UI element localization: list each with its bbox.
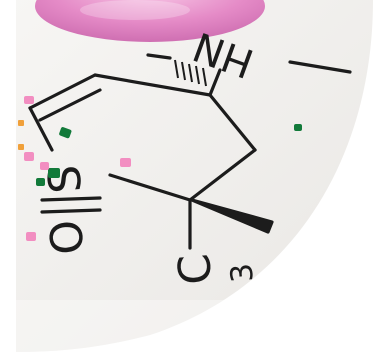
bond-right [288,60,352,74]
bottom-fade [16,300,373,352]
green-sugar-sprinkle [59,127,72,139]
pink-sugar-sprinkle [24,152,34,161]
bond-2 [93,73,212,97]
glass-highlight [80,0,190,20]
so-bond-a [40,196,102,202]
orange-sugar-sprinkle [18,120,24,126]
pink-sugar-sprinkle [40,162,49,170]
bond-6 [28,106,54,152]
c-atom-label: C [169,252,222,287]
green-sugar-sprinkle [294,124,302,131]
pink-glass [35,0,265,42]
wedge-bond [190,198,274,234]
bond-left-top [146,53,172,60]
bond-1 [28,73,97,110]
hashed-bond [174,59,207,87]
green-sugar-sprinkle [48,168,60,178]
bond-5 [108,173,192,202]
pink-sugar-sprinkle [120,158,131,167]
orange-sugar-sprinkle [18,144,24,150]
molecule-illustration [28,60,352,250]
bond-nh [208,68,222,97]
pink-sugar-sprinkle [24,96,34,104]
bond-4 [188,148,257,202]
so-bond-b [40,208,102,214]
green-sugar-sprinkle [36,178,45,186]
sprinkles [18,96,302,241]
subscript-label: 3 [224,262,261,284]
pink-sugar-sprinkle [26,232,36,241]
double-bond-1 [38,88,102,122]
o-atom-label: O [41,218,95,257]
bond-3 [208,93,257,152]
